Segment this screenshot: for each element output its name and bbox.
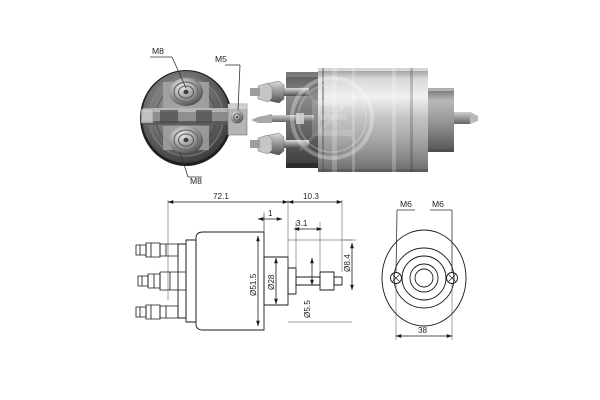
callout-m8-bottom bbox=[179, 151, 202, 178]
dim-label-dia-5-5: Ø5.5 bbox=[303, 300, 312, 318]
photo-side-view bbox=[250, 68, 478, 172]
photo-stud-m8-top bbox=[163, 78, 209, 108]
dim-3-1: 3.1 bbox=[293, 219, 323, 231]
dim-72-1: 72.1 bbox=[167, 192, 289, 204]
dim-38: 38 bbox=[395, 284, 453, 340]
photo-bolt-top bbox=[250, 80, 309, 104]
end-elevation-geometry bbox=[381, 229, 467, 327]
callout-m6-left bbox=[395, 209, 415, 273]
dim-label-3-1: 3.1 bbox=[296, 219, 308, 228]
dim-label-38: 38 bbox=[418, 326, 428, 335]
callout-m6-right bbox=[430, 209, 453, 272]
photo-terminal-m5 bbox=[227, 103, 248, 136]
callout-m5 bbox=[225, 64, 241, 111]
watermark-logo bbox=[290, 76, 374, 160]
dim-label-10-3: 10.3 bbox=[303, 192, 319, 201]
callout-label-m5: M5 bbox=[215, 54, 227, 64]
photo-end-face bbox=[140, 70, 248, 166]
photo-center-rod bbox=[251, 113, 314, 124]
dim-label-dia-28: Ø28 bbox=[267, 274, 276, 290]
dim-dia-8-4: Ø8.4 bbox=[343, 242, 354, 291]
callout-m8-top bbox=[150, 56, 187, 89]
dim-label-dia-51-5: Ø51.5 bbox=[249, 273, 258, 296]
callout-label-m8-bottom: M8 bbox=[190, 176, 202, 186]
dim-label-72-1: 72.1 bbox=[213, 192, 229, 201]
dim-label-1: 1 bbox=[268, 209, 273, 218]
callout-label-m6-right: M6 bbox=[432, 199, 444, 209]
photo-bolt-bottom bbox=[250, 132, 309, 156]
side-elevation-geometry bbox=[135, 231, 343, 331]
photo-stud-m8-bottom bbox=[163, 126, 209, 154]
callout-label-m8-top: M8 bbox=[152, 46, 164, 56]
dim-10-3: 10.3 bbox=[287, 192, 343, 204]
dim-dia-5-5: Ø5.5 bbox=[303, 257, 314, 318]
dim-dia-51-5: Ø51.5 bbox=[249, 235, 260, 327]
dim-dia-28: Ø28 bbox=[267, 257, 278, 305]
callout-label-m6-left: M6 bbox=[400, 199, 412, 209]
dim-1: 1 bbox=[257, 209, 283, 232]
dim-label-dia-8-4: Ø8.4 bbox=[343, 254, 352, 272]
